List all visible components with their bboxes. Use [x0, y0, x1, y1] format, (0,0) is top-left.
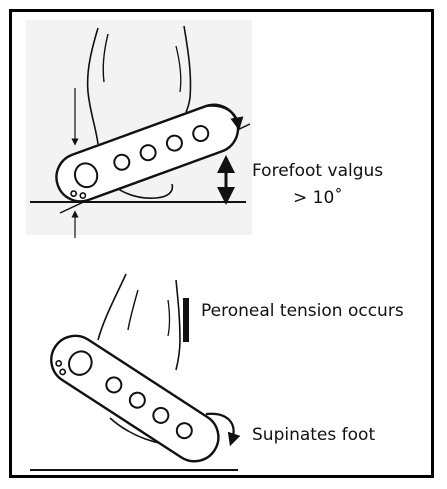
insole-outline-bottom [42, 327, 227, 471]
leg-outline-left-bottom [98, 274, 126, 340]
peroneal-tension-bar [183, 298, 189, 342]
leg-inner-line-bottom [168, 300, 170, 336]
leg-crease-bottom [128, 290, 138, 330]
insole-bottom [42, 327, 227, 471]
leg-outline-right-bottom [176, 280, 180, 370]
top-panel [26, 20, 252, 238]
peroneal-tension-label: Peroneal tension occurs [201, 303, 404, 320]
valgus-angle-label: > 10˚ [293, 190, 343, 207]
supinates-foot-label: Supinates foot [252, 427, 375, 444]
forefoot-valgus-label: Forefoot valgus [252, 163, 383, 180]
